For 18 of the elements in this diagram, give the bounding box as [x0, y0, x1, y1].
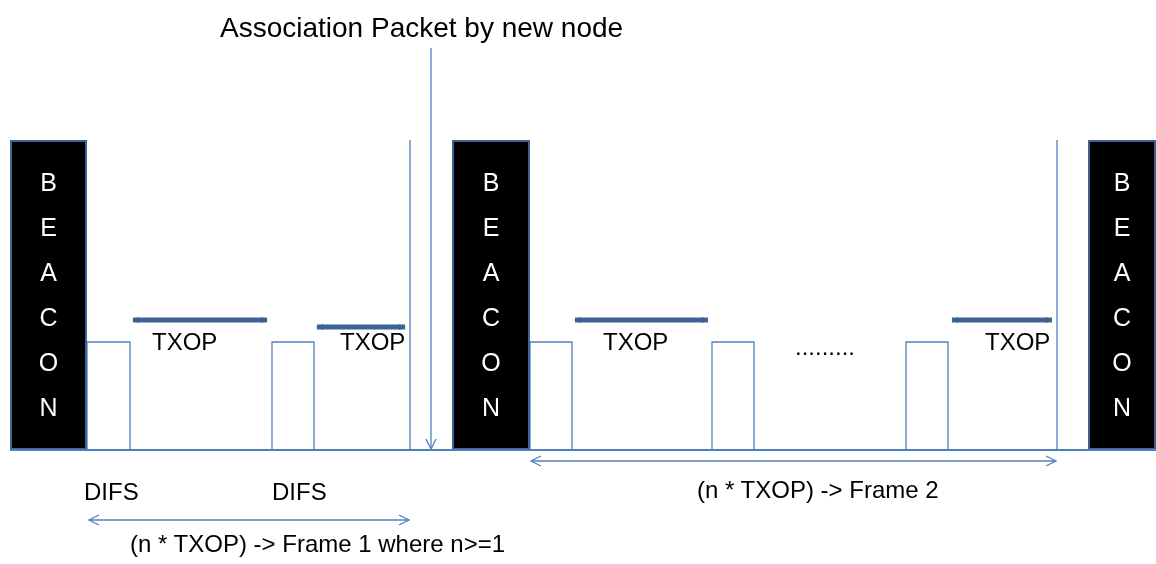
label-text: (n * TXOP) -> Frame 1 where n>=1 — [130, 532, 506, 556]
label-text: TXOP — [340, 330, 406, 354]
label-text: ......... — [795, 335, 855, 359]
annotation-text: Association Packet by new node — [220, 11, 624, 45]
label-text: TXOP — [985, 330, 1051, 354]
beacon-bar — [1088, 140, 1156, 450]
beacon-bar — [452, 140, 530, 450]
beacon-bar — [10, 140, 87, 450]
leader-arrow — [425, 47, 437, 450]
beacon-text: BEACON — [37, 167, 60, 423]
label-text: DIFS — [84, 480, 139, 504]
label-text: (n * TXOP) -> Frame 2 — [697, 478, 939, 502]
label-text: TXOP — [152, 330, 218, 354]
timeline-axis — [10, 449, 1156, 451]
label-text: TXOP — [603, 330, 669, 354]
beacon-text: BEACON — [1111, 167, 1133, 423]
label-text: DIFS — [272, 480, 327, 504]
beacon-text: BEACON — [480, 167, 502, 423]
